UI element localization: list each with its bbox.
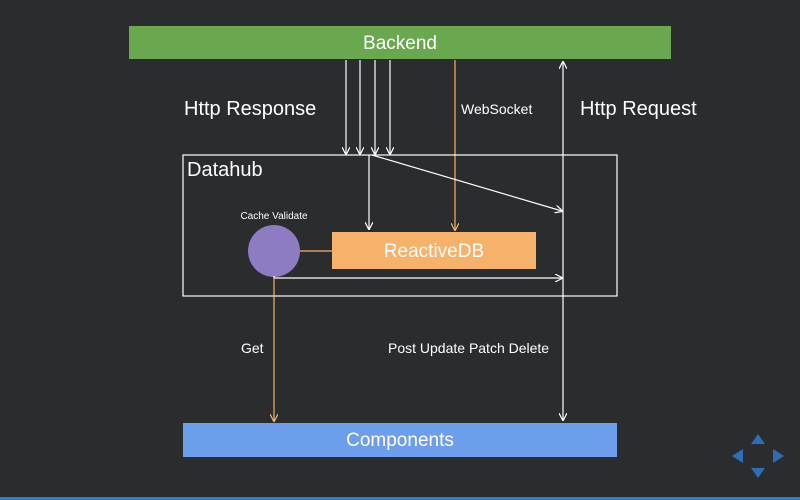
components-label: Components [346, 430, 454, 451]
reactivedb-box [332, 232, 536, 269]
components-box [183, 423, 617, 457]
triangle-right-icon[interactable] [773, 449, 784, 463]
backend-box [129, 26, 671, 59]
triangle-left-icon[interactable] [732, 449, 743, 463]
triangle-up-icon[interactable] [751, 434, 765, 444]
cache-to-request-arrow [273, 276, 562, 278]
to-request-diagonal-arrow [371, 154, 562, 211]
datahub-box [182, 154, 618, 297]
presentation-progress-bar [0, 497, 800, 500]
get-label: Get [241, 340, 264, 356]
triangle-down-icon[interactable] [751, 468, 765, 478]
cache-validate-circle [248, 225, 300, 277]
progress-fill [0, 497, 800, 500]
http-request-label: Http Request [580, 98, 697, 120]
datahub-label: Datahub [187, 159, 263, 181]
http-response-label: Http Response [184, 98, 316, 120]
slide-navigation [732, 434, 784, 478]
reactivedb-label: ReactiveDB [384, 241, 484, 262]
websocket-label: WebSocket [461, 101, 532, 117]
post-update-patch-delete-label: Post Update Patch Delete [388, 340, 549, 356]
backend-label: Backend [363, 33, 437, 54]
cache-validate-label: Cache Validate [240, 211, 308, 222]
